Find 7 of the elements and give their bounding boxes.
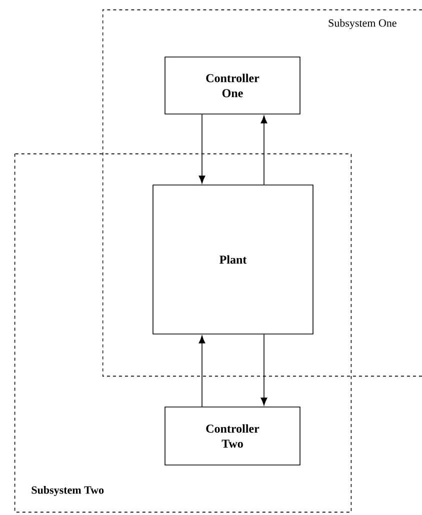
block-box: Controller One	[164, 56, 300, 114]
arrow	[260, 116, 268, 186]
arrow	[260, 334, 268, 406]
block-box: Plant	[152, 184, 314, 334]
arrow	[198, 114, 206, 184]
block-box: Controller Two	[164, 406, 300, 466]
arrow	[198, 336, 206, 407]
